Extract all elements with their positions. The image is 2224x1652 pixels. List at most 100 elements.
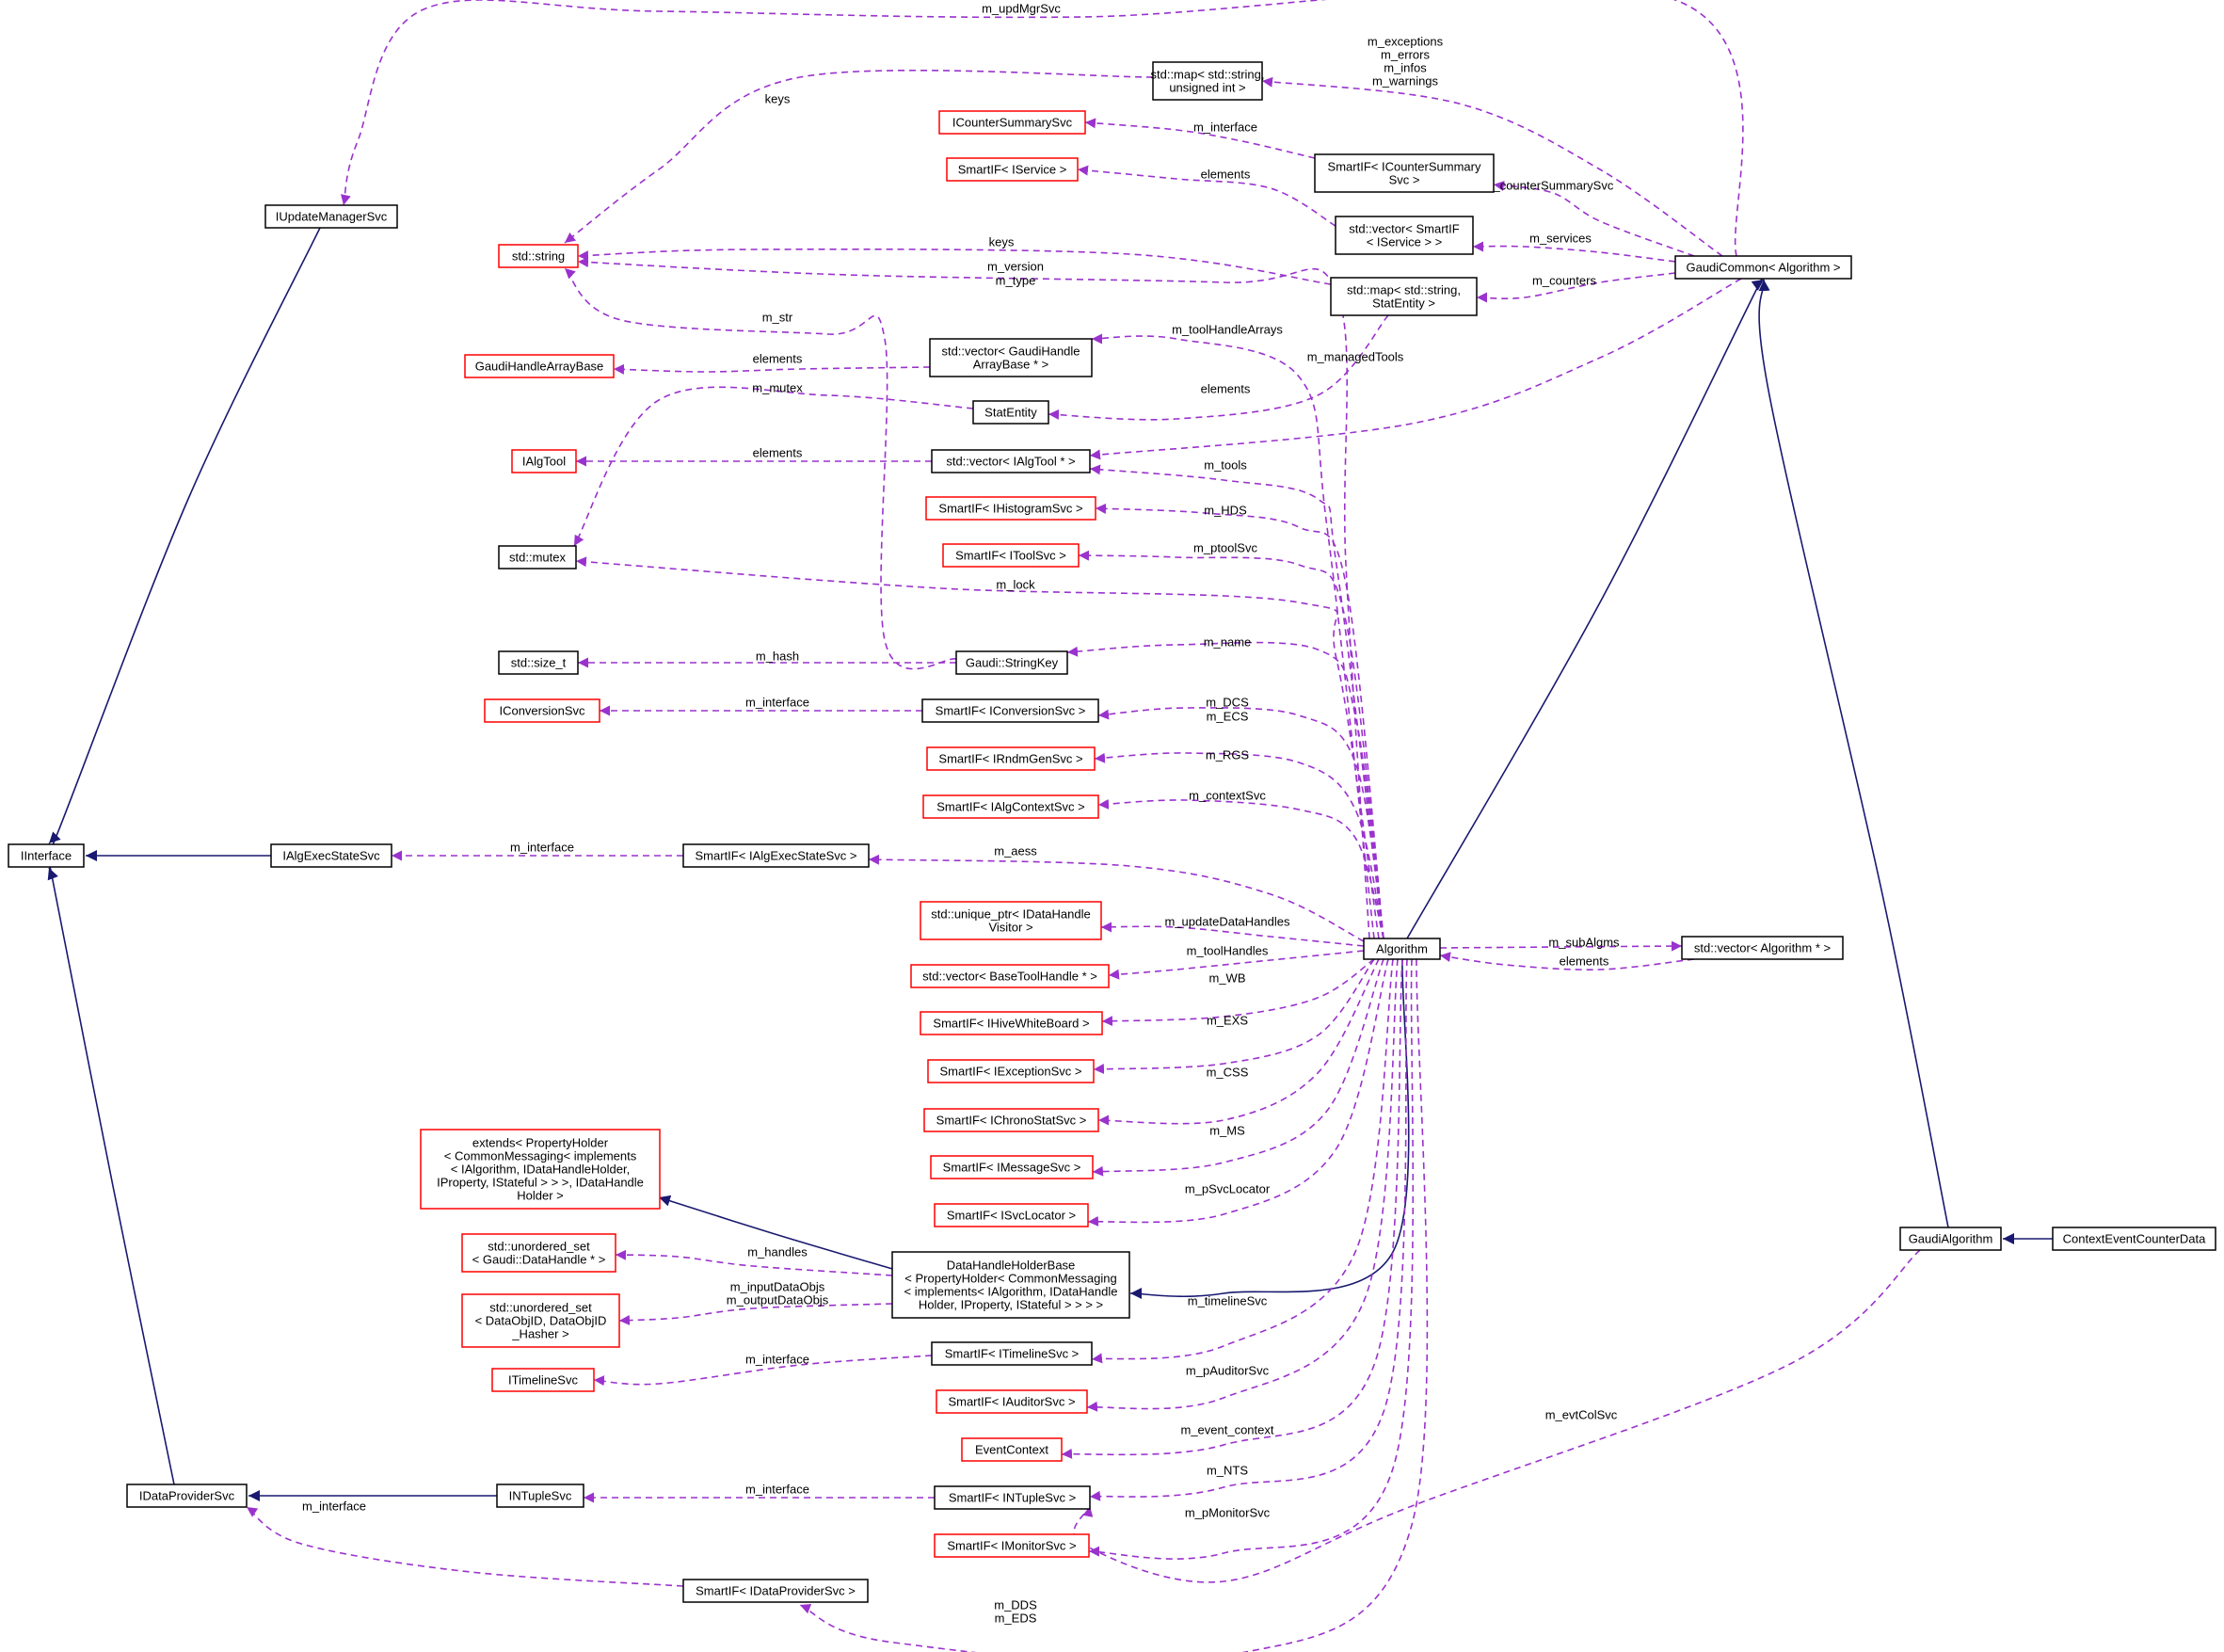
class-node-IInterface[interactable]: IInterface <box>8 843 85 868</box>
class-node-Algorithm[interactable]: Algorithm <box>1363 938 1441 960</box>
member-edge-map_string_StatEntity-to-StatEntity <box>1048 314 1389 421</box>
class-node-SmartIF_IHiveWhiteBoard[interactable]: SmartIF< IHiveWhiteBoard > <box>920 1011 1103 1035</box>
class-node-SmartIF_IDataProviderSvc[interactable]: SmartIF< IDataProviderSvc > <box>682 1579 869 1603</box>
class-node-uset_handle[interactable]: std::unordered_set< Gaudi::DataHandle * … <box>461 1233 616 1273</box>
member-edge-Algorithm-to-SmartIF_IHistogramSvc <box>1095 503 1384 939</box>
class-node-label: SmartIF< IHistogramSvc > <box>938 501 1082 515</box>
class-node-IDataProviderSvc[interactable]: IDataProviderSvc <box>126 1484 248 1508</box>
edge-label-line: m_HDS <box>1204 503 1247 517</box>
edge-label-vec_SmartIF_IService-to-SmartIF_IService: elements <box>1201 167 1251 181</box>
class-node-IAlgExecStateSvc[interactable]: IAlgExecStateSvc <box>270 843 392 868</box>
class-node-vec_BaseToolHandle[interactable]: std::vector< BaseToolHandle * > <box>910 964 1110 988</box>
class-node-SmartIF_IAlgExecStateSvc[interactable]: SmartIF< IAlgExecStateSvc > <box>682 843 870 868</box>
edge-label-Algorithm-to-vec_BaseToolHandle: m_toolHandles <box>1187 943 1269 957</box>
edge-label-line: m_interface <box>745 695 809 709</box>
class-node-std_size_t[interactable]: std::size_t <box>498 650 579 675</box>
class-node-SmartIF_IRndmGenSvc[interactable]: SmartIF< IRndmGenSvc > <box>926 746 1096 771</box>
edge-label-Algorithm-to-SmartIF_IAlgContextSvc: m_contextSvc <box>1189 788 1266 802</box>
class-node-IUpdateManagerSvc[interactable]: IUpdateManagerSvc <box>264 204 398 229</box>
edge-label-line: m_version <box>987 259 1044 273</box>
class-node-vec_Algorithm[interactable]: std::vector< Algorithm * > <box>1681 936 1844 960</box>
class-node-map_string_uint[interactable]: std::map< std::string,unsigned int > <box>1150 61 1265 101</box>
class-node-label: SmartIF< IRndmGenSvc > <box>938 751 1082 765</box>
edge-label-Algorithm-to-SmartIF_IToolSvc: m_ptoolSvc <box>1193 540 1257 554</box>
edge-label-DataHandleHolderBase-to-uset_handle: m_handles <box>747 1244 808 1259</box>
class-node-GaudiHandleArrayBase[interactable]: GaudiHandleArrayBase <box>464 354 615 378</box>
class-node-label: SmartIF< ICounterSummary <box>1328 159 1481 173</box>
class-node-std_string[interactable]: std::string <box>498 244 579 268</box>
edge-label-line: m_outputDataObjs <box>727 1292 829 1307</box>
class-node-SmartIF_IMonitorSvc[interactable]: SmartIF< IMonitorSvc > <box>934 1533 1090 1558</box>
edge-label-line: m_pSvcLocator <box>1185 1181 1271 1195</box>
class-node-IAlgTool[interactable]: IAlgTool <box>511 449 577 473</box>
class-node-uset_dataobj[interactable]: std::unordered_set< DataObjID, DataObjID… <box>461 1293 620 1348</box>
inheritance-edge-DataHandleHolderBase-to-extends_ph <box>658 1195 893 1270</box>
edge-label-map_string_StatEntity-to-std_string: keys <box>989 234 1015 249</box>
edge-label-GaudiCommon-to-vec_IAlgTool: m_managedTools <box>1307 349 1404 363</box>
class-node-SmartIF_IMessageSvc[interactable]: SmartIF< IMessageSvc > <box>930 1155 1094 1179</box>
class-node-label: StatEntity > <box>1372 296 1435 310</box>
class-node-SmartIF_IService[interactable]: SmartIF< IService > <box>946 157 1079 182</box>
edge-label-GaudiCommon-to-map_string_StatEntity: m_counters <box>1532 273 1596 287</box>
class-node-DataHandleHolderBase[interactable]: DataHandleHolderBase< PropertyHolder< Co… <box>891 1251 1130 1319</box>
class-node-SmartIF_ICounterSummarySvc[interactable]: SmartIF< ICounterSummarySvc > <box>1314 153 1495 193</box>
class-node-SmartIF_IExceptionSvc[interactable]: SmartIF< IExceptionSvc > <box>927 1059 1095 1083</box>
class-node-StatEntity[interactable]: StatEntity <box>972 400 1049 425</box>
class-node-Gaudi_StringKey[interactable]: Gaudi::StringKey <box>955 650 1068 675</box>
class-node-extends_ph[interactable]: extends< PropertyHolder< CommonMessaging… <box>420 1129 661 1210</box>
edge-label-line: m_inputDataObjs <box>730 1279 825 1293</box>
edge-label-Algorithm-to-SmartIF_ITimelineSvc: m_timelineSvc <box>1188 1293 1268 1307</box>
class-node-box <box>511 449 577 473</box>
edge-label-line: m_type <box>996 273 1036 287</box>
class-node-label: std::string <box>512 249 565 263</box>
edge-label-vec_GaudiHandleArrayBase-to-GaudiHandleArrayBase: elements <box>753 351 803 365</box>
edge-label-SmartIF_ITimelineSvc-to-ITimelineSvc: m_interface <box>745 1352 809 1366</box>
class-node-label: SmartIF< ISvcLocator > <box>947 1208 1076 1222</box>
class-node-box <box>682 843 870 868</box>
class-node-std_mutex[interactable]: std::mutex <box>498 545 577 569</box>
class-node-label: SmartIF< IMonitorSvc > <box>947 1538 1076 1552</box>
class-node-SmartIF_ITimelineSvc[interactable]: SmartIF< ITimelineSvc > <box>931 1341 1093 1366</box>
class-node-vec_GaudiHandleArrayBase[interactable]: std::vector< GaudiHandleArrayBase * > <box>929 338 1093 377</box>
edge-label-Algorithm-to-SmartIF_IHiveWhiteBoard: m_WB <box>1209 970 1246 985</box>
class-node-label: std::unordered_set <box>489 1300 592 1314</box>
class-node-label: IAlgExecStateSvc <box>282 848 380 862</box>
edge-label-line: elements <box>1201 381 1251 395</box>
class-node-IConversionSvc[interactable]: IConversionSvc <box>484 698 600 723</box>
class-node-INTupleSvc[interactable]: INTupleSvc <box>496 1484 584 1508</box>
class-node-GaudiAlgorithm[interactable]: GaudiAlgorithm <box>1899 1227 2002 1251</box>
class-node-box <box>922 794 1099 819</box>
edge-label-Algorithm-to-SmartIF_IChronoStatSvc: m_CSS <box>1207 1065 1249 1079</box>
class-node-ICounterSummarySvc[interactable]: ICounterSummarySvc <box>938 110 1086 135</box>
class-node-label: ICounterSummarySvc <box>952 115 1073 129</box>
class-node-SmartIF_IAlgContextSvc[interactable]: SmartIF< IAlgContextSvc > <box>922 794 1099 819</box>
class-node-vec_SmartIF_IService[interactable]: std::vector< SmartIF< IService > > <box>1335 216 1474 255</box>
class-node-label: Holder, IProperty, IStateful > > > > <box>919 1297 1103 1311</box>
class-node-ContextEventCounterData[interactable]: ContextEventCounterData <box>2052 1227 2216 1251</box>
edge-label-Algorithm-to-SmartIF_IMonitorSvc: m_pMonitorSvc <box>1185 1505 1271 1519</box>
member-edge-Algorithm-to-SmartIF_IToolSvc <box>1078 550 1384 939</box>
class-node-EventContext[interactable]: EventContext <box>961 1437 1063 1462</box>
class-node-box <box>930 1155 1094 1179</box>
class-node-SmartIF_IToolSvc[interactable]: SmartIF< IToolSvc > <box>942 543 1080 568</box>
class-node-SmartIF_ISvcLocator[interactable]: SmartIF< ISvcLocator > <box>934 1203 1089 1227</box>
class-node-SmartIF_IHistogramSvc[interactable]: SmartIF< IHistogramSvc > <box>925 496 1096 521</box>
member-edge-SmartIF_ITimelineSvc-to-ITimelineSvc <box>593 1355 933 1387</box>
class-node-vec_IAlgTool[interactable]: std::vector< IAlgTool * > <box>931 449 1091 473</box>
class-node-box <box>498 545 577 569</box>
class-node-SmartIF_IConversionSvc[interactable]: SmartIF< IConversionSvc > <box>921 698 1099 723</box>
class-node-SmartIF_INTupleSvc[interactable]: SmartIF< INTupleSvc > <box>934 1485 1091 1510</box>
class-node-box <box>920 901 1102 940</box>
member-edge-Algorithm-to-SmartIF_IAuditorSvc <box>1086 958 1399 1412</box>
class-node-ITimelineSvc[interactable]: ITimelineSvc <box>491 1368 595 1392</box>
class-node-map_string_StatEntity[interactable]: std::map< std::string,StatEntity > <box>1330 277 1478 316</box>
class-node-label: SmartIF< IExceptionSvc > <box>939 1064 1081 1078</box>
edge-label-Gaudi_StringKey-to-std_string: m_str <box>762 310 793 324</box>
edge-label-line: m_interface <box>745 1482 809 1496</box>
class-node-SmartIF_IAuditorSvc[interactable]: SmartIF< IAuditorSvc > <box>936 1389 1088 1414</box>
class-node-SmartIF_IChronoStatSvc[interactable]: SmartIF< IChronoStatSvc > <box>923 1108 1099 1132</box>
class-node-GaudiCommon[interactable]: GaudiCommon< Algorithm > <box>1674 255 1852 280</box>
